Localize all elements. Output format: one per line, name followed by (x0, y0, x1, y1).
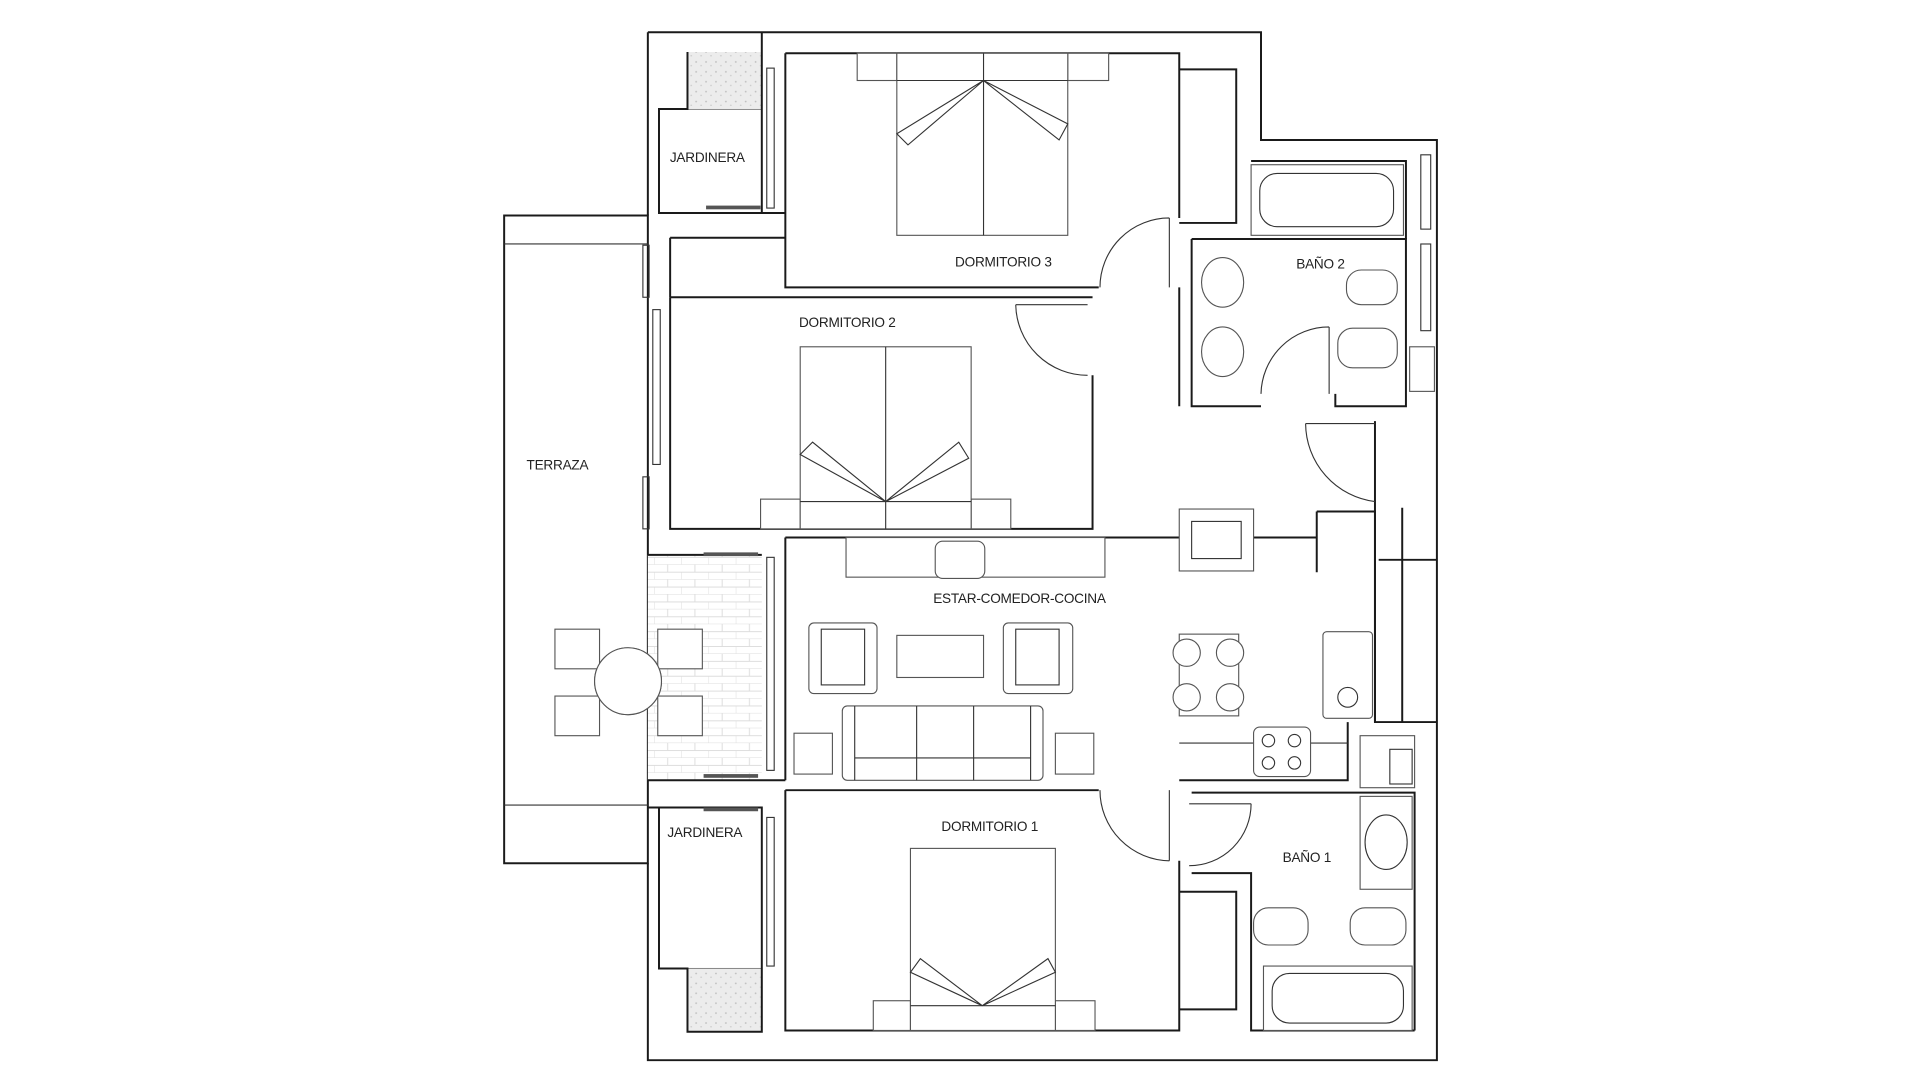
label-terraza: TERRAZA (527, 457, 590, 472)
label-jardinera-top: JARDINERA (670, 150, 746, 165)
doors (1015, 217, 1376, 867)
bathroom-1-fixtures (1253, 795, 1413, 1032)
label-bano-1: BAÑO 1 (1283, 850, 1331, 865)
bed-dormitorio-1 (872, 847, 1096, 1032)
living-furniture (793, 508, 1255, 781)
bathroom-2-fixtures (1200, 164, 1405, 378)
label-jardinera-bottom: JARDINERA (667, 825, 743, 840)
label-estar-comedor-cocina: ESTAR-COMEDOR-COCINA (933, 591, 1107, 606)
bed-dormitorio-3 (856, 52, 1110, 236)
windows (642, 67, 1432, 967)
bed-dormitorio-2 (760, 346, 1012, 530)
label-dormitorio-3: DORMITORIO 3 (955, 254, 1052, 269)
label-bano-2: BAÑO 2 (1296, 257, 1344, 272)
label-dormitorio-2: DORMITORIO 2 (799, 315, 896, 330)
kitchen (1179, 346, 1435, 789)
label-dormitorio-1: DORMITORIO 1 (941, 819, 1038, 834)
terrace-table (554, 628, 703, 737)
dining-table (1172, 633, 1245, 717)
terrace (503, 214, 762, 865)
